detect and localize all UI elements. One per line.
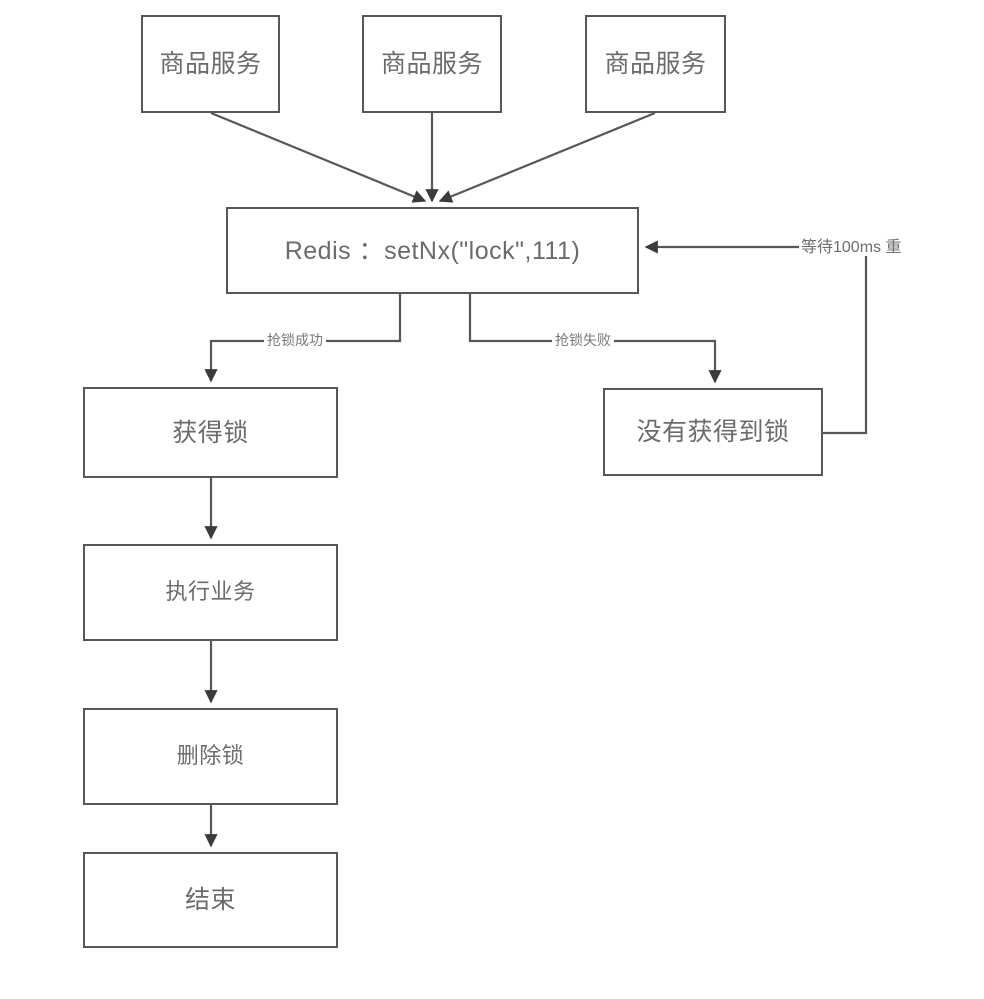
edge-label-retry-wait: 等待100ms 重 xyxy=(799,239,904,256)
node-lock-not-acquired[interactable]: 没有获得到锁 xyxy=(603,388,823,476)
edge-service1-to-redis xyxy=(210,111,427,203)
node-redis-setnx[interactable]: Redis ：setNx("lock",111) xyxy=(226,207,639,294)
node-service-1-label: 商品服务 xyxy=(159,50,262,78)
node-lock-not-acquired-label: 没有获得到锁 xyxy=(636,418,790,446)
node-lock-acquired-label: 获得锁 xyxy=(172,418,249,447)
node-execute-business[interactable]: 执行业务 xyxy=(83,544,338,641)
node-execute-business-label: 执行业务 xyxy=(165,579,256,605)
node-service-2-label: 商品服务 xyxy=(380,50,483,78)
node-redis-setnx-label: Redis ：setNx("lock",111) xyxy=(284,236,581,265)
node-end-label: 结束 xyxy=(184,886,236,914)
edge-label-lock-success: 抢锁成功 xyxy=(264,333,326,347)
edge-label-lock-failure: 抢锁失败 xyxy=(552,333,614,347)
node-service-1[interactable]: 商品服务 xyxy=(141,15,280,113)
node-lock-acquired[interactable]: 获得锁 xyxy=(83,387,338,478)
node-end[interactable]: 结束 xyxy=(83,852,338,948)
node-service-3-label: 商品服务 xyxy=(604,50,707,78)
edge-retry-loop-to-redis xyxy=(644,240,868,435)
node-delete-lock[interactable]: 删除锁 xyxy=(83,708,338,805)
edge-service3-to-redis xyxy=(438,111,656,203)
node-delete-lock-label: 删除锁 xyxy=(176,743,245,769)
node-service-3[interactable]: 商品服务 xyxy=(585,15,726,113)
node-service-2[interactable]: 商品服务 xyxy=(362,15,502,113)
